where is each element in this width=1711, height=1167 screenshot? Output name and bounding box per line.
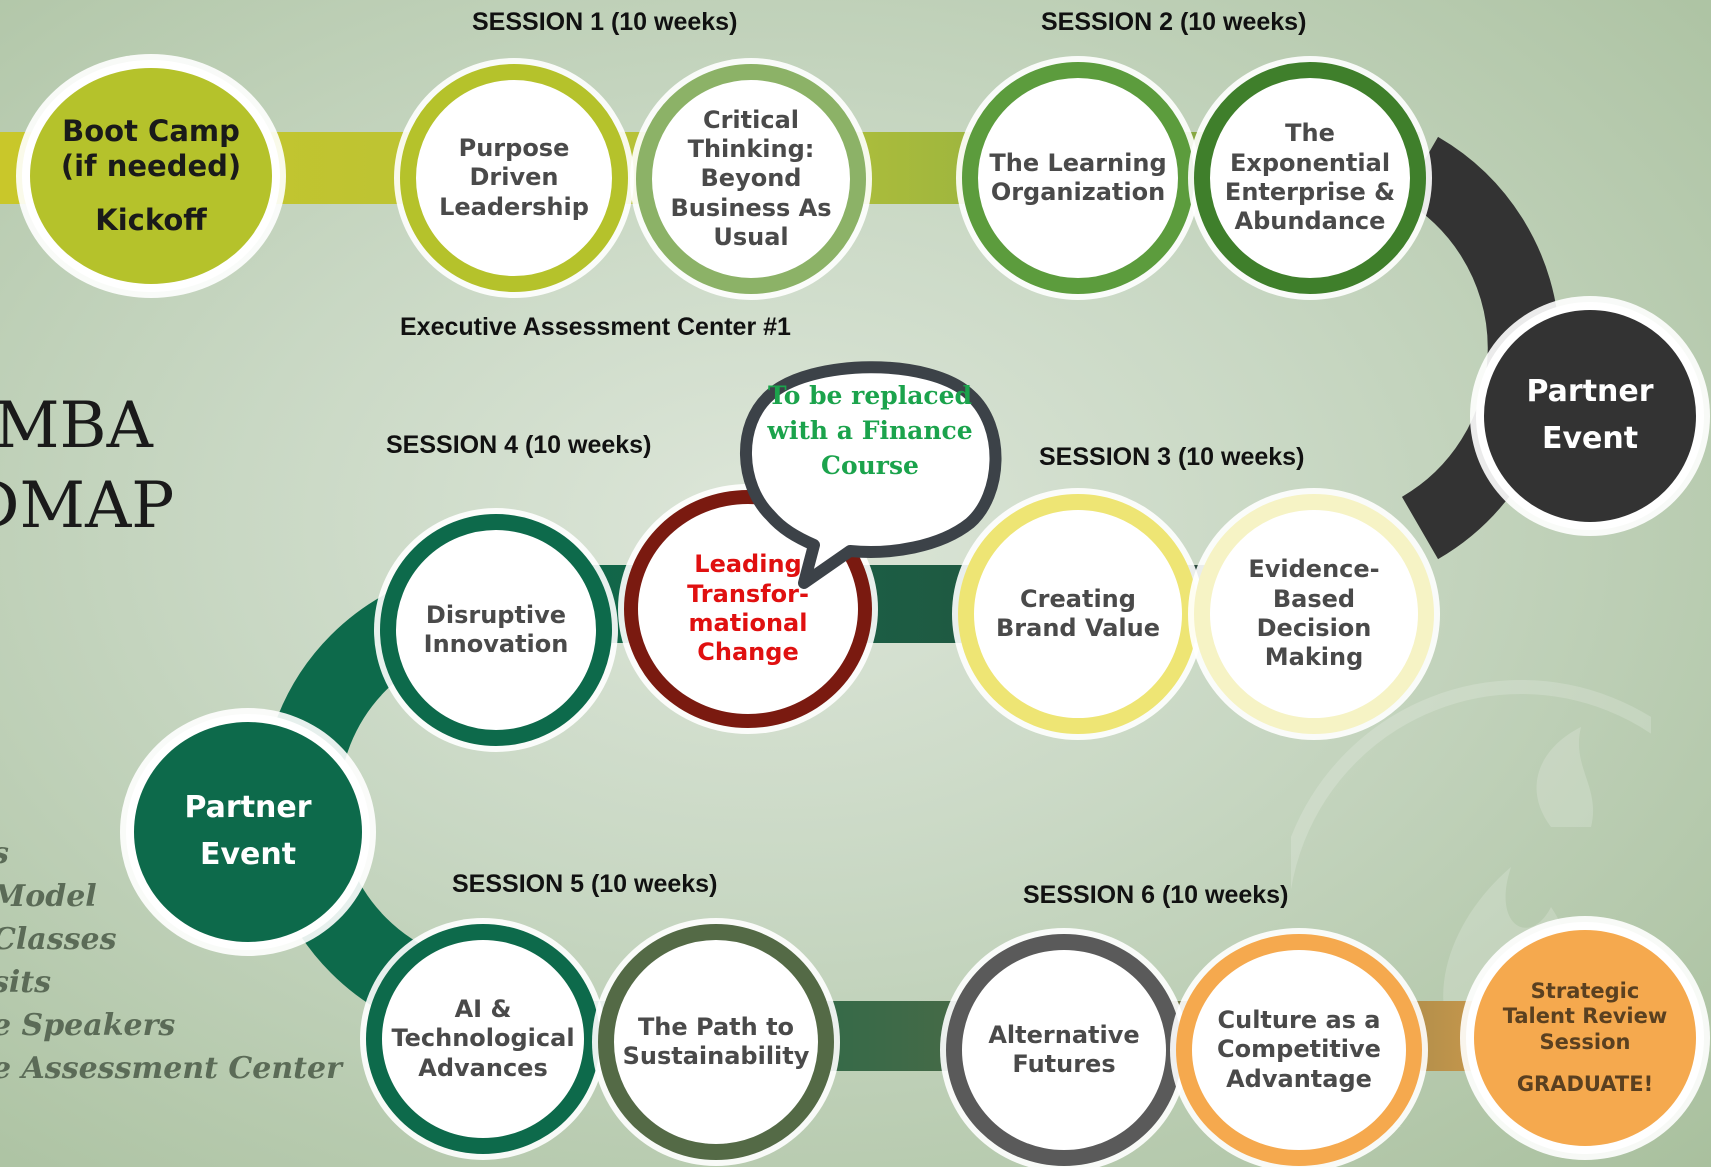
node-label: Critical [702,105,800,134]
node-label: Change [697,638,799,667]
node-label: Kickoff [95,202,207,237]
node-purpose-driven-leadership: Purpose Driven Leadership [400,64,628,292]
node-evidence-based-decision-making: Evidence- Based Decision Making [1194,494,1434,734]
session-5-header: SESSION 5 (10 weeks) [452,870,718,898]
session-1-header: SESSION 1 (10 weeks) [472,8,738,36]
node-label: mational [688,609,808,637]
node-label: The Learning [989,148,1167,177]
node-label: AI & [454,995,512,1024]
assessment-header: Executive Assessment Center #1 [400,313,791,341]
node-learning-organization: The Learning Organization [962,62,1194,294]
node-label: Based [1272,584,1356,613]
node-label: Creating [1020,584,1136,613]
node-exponential-enterprise: The Exponential Enterprise & Abundance [1194,62,1426,294]
node-label: Leading [694,550,802,579]
node-label: Enterprise & [1224,178,1396,206]
node-path-to-sustainability: The Path to Sustainability [598,924,834,1160]
node-partner-event-left: Partner Event [126,714,370,950]
node-strategic-talent-review: Strategic Talent Review Session GRADUATE… [1466,922,1704,1154]
node-label: Futures [1012,1050,1116,1078]
node-label: Evidence- [1248,555,1380,584]
title-line-2: ADMAP [0,469,175,543]
node-label: Sustainability [622,1042,810,1070]
legend-item: Classes [0,922,117,957]
session-3-header: SESSION 3 (10 weeks) [1039,443,1305,471]
node-culture-competitive-advantage: Culture as a Competitive Advantage [1176,934,1422,1166]
callout-bubble [740,361,1002,589]
node-critical-thinking: Critical Thinking: Beyond Business As Us… [636,64,866,294]
session-2-header: SESSION 2 (10 weeks) [1041,8,1307,36]
node-label: Advances [418,1053,548,1082]
node-label: Alternative [988,1020,1140,1049]
session-4-header: SESSION 4 (10 weeks) [386,431,652,459]
node-label: Brand Value [996,614,1160,642]
node-label: Advantage [1226,1064,1372,1093]
node-label: Competitive [1217,1035,1381,1064]
node-label: Partner [1526,374,1654,410]
node-creating-brand-value: Creating Brand Value [958,494,1198,734]
node-boot-camp-kickoff: Boot Camp (if needed) Kickoff [22,60,280,292]
roadmap-title: MBA ADMAP [0,386,174,546]
node-label: Culture as a [1217,1006,1381,1035]
node-label: Organization [990,178,1166,206]
node-label: GRADUATE! [1516,1071,1654,1096]
node-label: Leadership [439,192,589,221]
node-label: (if needed) [60,149,242,184]
callout-text: To be replaced with a Finance Course [767,381,973,480]
legend-item: e Speakers [0,1008,176,1043]
node-label: Decision [1256,614,1372,642]
node-label: Disruptive [425,600,567,629]
node-label: Beyond [700,164,802,193]
node-label: Thinking: [687,135,815,164]
node-label: Strategic [1530,978,1640,1003]
node-label: Driven [469,163,559,192]
node-label: The [1285,119,1335,148]
node-label: Abundance [1234,207,1386,236]
legend-item: e Assessment Center [0,1051,342,1086]
node-label: Partner [184,790,312,826]
node-label: Transfor- [687,579,809,608]
node-label: Usual [713,222,789,251]
node-label: Technological [391,1024,575,1053]
node-label: Boot Camp [62,113,240,148]
node-label: Making [1264,643,1364,672]
node-partner-event-right: Partner Event [1476,302,1704,530]
legend-item: Model [0,879,97,914]
node-label: Business As [670,193,832,222]
session-6-header: SESSION 6 (10 weeks) [1023,881,1289,909]
node-label: Session [1539,1030,1631,1054]
node-label: The Path to [637,1012,795,1041]
node-label: Exponential [1229,148,1391,177]
node-label: Talent Review [1502,1004,1668,1029]
legend-item: s [0,836,9,871]
node-label: Purpose [458,134,570,163]
node-ai-technological-advances: AI & Technological Advances [366,924,600,1154]
node-label: Event [199,837,297,872]
node-label: Event [1541,421,1639,456]
node-label: Innovation [423,630,569,658]
title-line-1: MBA [0,389,153,463]
node-disruptive-innovation: Disruptive Innovation [380,514,612,746]
node-alternative-futures: Alternative Futures [946,934,1182,1166]
